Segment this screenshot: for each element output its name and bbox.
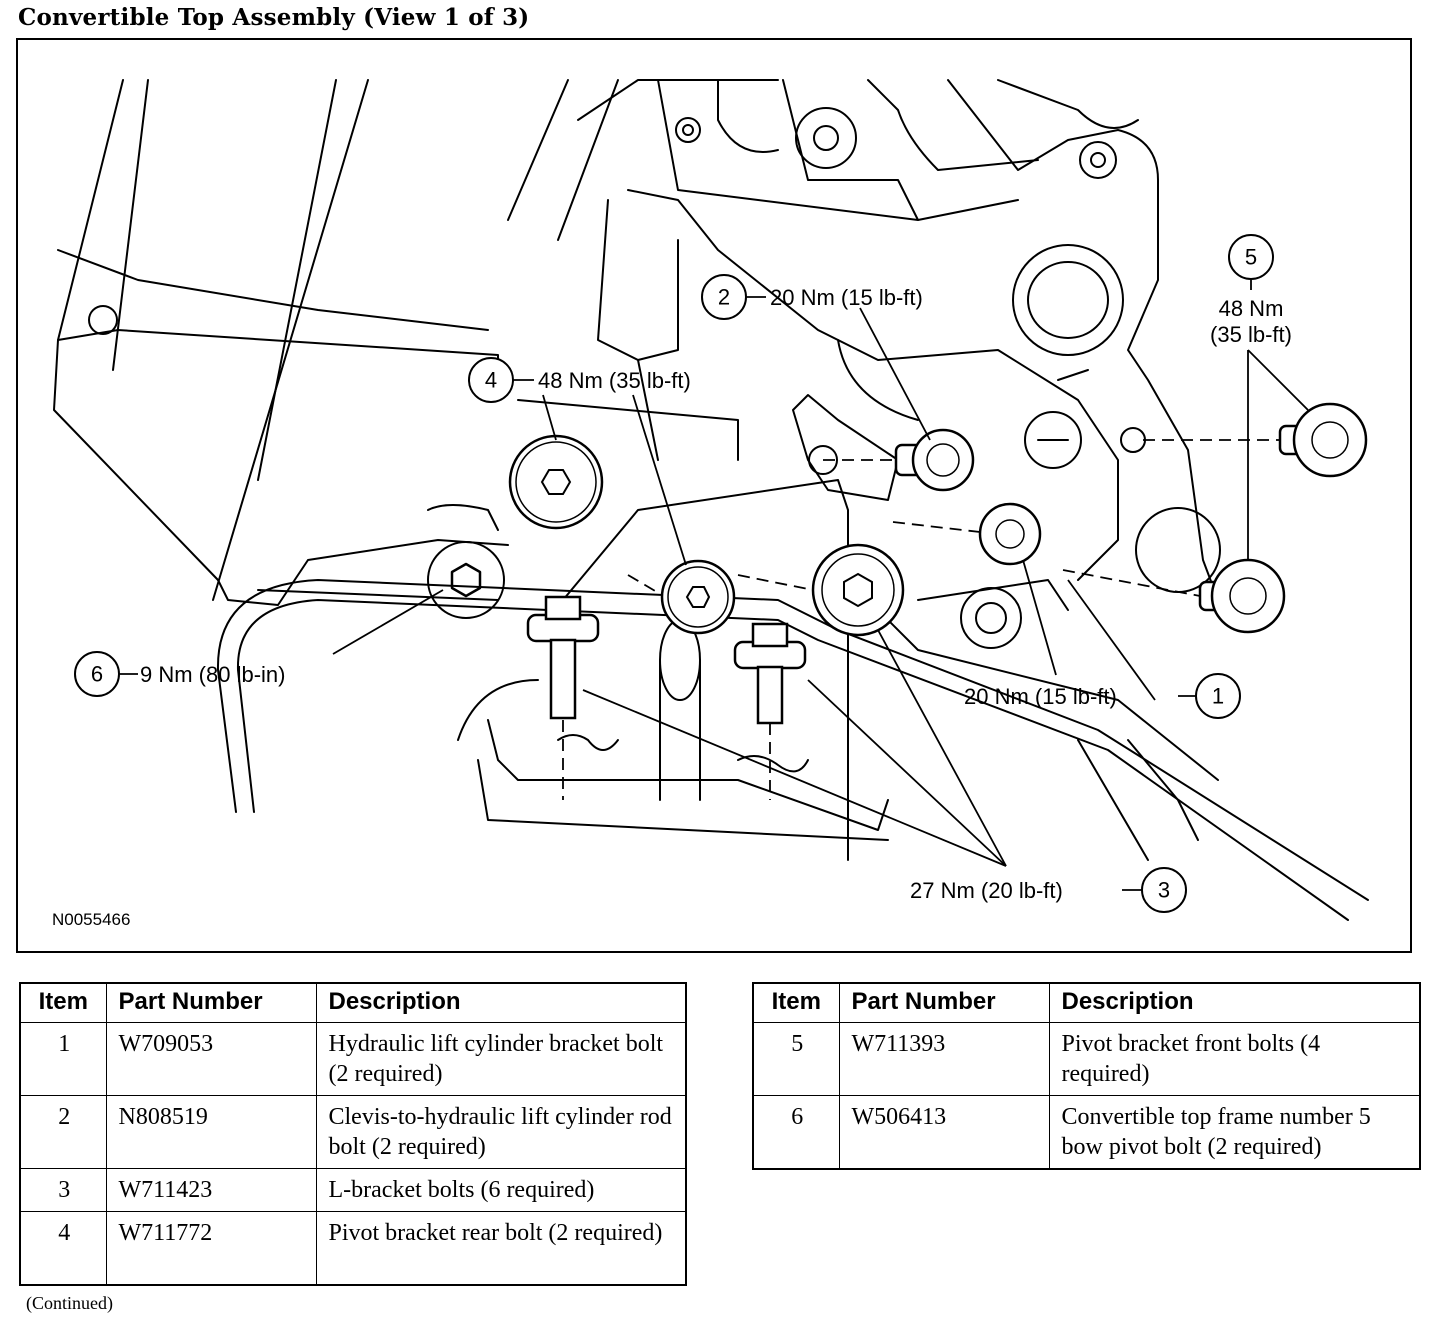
continued-note: (Continued) xyxy=(26,1293,113,1313)
cell-part-number: W711423 xyxy=(105,1168,317,1212)
line-art xyxy=(53,79,1369,921)
header-part-number: Part Number xyxy=(105,982,317,1023)
cell-item: 5 xyxy=(752,1022,840,1096)
table-row: 2 N808519 Clevis-to-hydraulic lift cylin… xyxy=(19,1095,687,1169)
pivot-bracket-front-bolt xyxy=(1278,402,1368,478)
table-row: 1 W709053 Hydraulic lift cylinder bracke… xyxy=(19,1022,687,1096)
hydraulic-bracket-bolt xyxy=(978,502,1042,566)
header-item: Item xyxy=(752,982,840,1023)
callout-4-circle xyxy=(468,357,514,403)
pivot-bracket-rear-bolt-2 xyxy=(660,559,736,635)
parts-table-left: Item Part Number Description 1 W709053 H… xyxy=(19,982,687,1286)
callout-1-circle xyxy=(1195,673,1241,719)
callout-2-circle xyxy=(701,274,747,320)
cell-description: Hydraulic lift cylinder bracket bolt (2 … xyxy=(315,1022,687,1096)
table-header-row: Item Part Number Description xyxy=(752,982,1421,1023)
cell-description: Pivot bracket rear bolt (2 required) xyxy=(315,1211,687,1286)
cell-item: 1 xyxy=(19,1022,107,1096)
callout-3-number: 3 xyxy=(1158,878,1170,903)
callout-circles xyxy=(74,234,1274,913)
exploded-view-illustration: 1 20 Nm (15 lb-ft) 2 20 Nm (15 lb-ft) 3 … xyxy=(16,38,1412,953)
cell-part-number: N808519 xyxy=(105,1095,317,1169)
callout-6-number: 6 xyxy=(91,662,103,687)
callout-5-circle xyxy=(1228,234,1274,280)
parts-table-right: Item Part Number Description 5 W711393 P… xyxy=(752,982,1421,1170)
callout-5-number: 5 xyxy=(1245,245,1257,270)
pivot-bracket-front-bolt-2 xyxy=(1198,558,1286,634)
cell-part-number: W711772 xyxy=(105,1211,317,1286)
callout-1-number: 1 xyxy=(1212,684,1224,709)
callout-5-torque-line1: 48 Nm xyxy=(1219,296,1284,321)
pivot-bracket-rear-bolt xyxy=(508,434,604,530)
cell-part-number: W709053 xyxy=(105,1022,317,1096)
cell-item: 4 xyxy=(19,1211,107,1286)
header-description: Description xyxy=(315,982,687,1023)
alignment-lines xyxy=(562,439,1280,800)
cell-description: L-bracket bolts (6 required) xyxy=(315,1168,687,1212)
header-description: Description xyxy=(1048,982,1421,1023)
callout-6-circle xyxy=(74,651,120,697)
callout-1-torque: 20 Nm (15 lb-ft) xyxy=(964,684,1117,709)
l-bracket-flange-bolt xyxy=(811,543,905,637)
callout-3-circle xyxy=(1141,867,1187,913)
header-item: Item xyxy=(19,982,107,1023)
callout-2-torque: 20 Nm (15 lb-ft) xyxy=(770,285,923,310)
callout-4-number: 4 xyxy=(485,368,497,393)
cell-part-number: W506413 xyxy=(838,1095,1050,1170)
cell-part-number: W711393 xyxy=(838,1022,1050,1096)
cell-item: 6 xyxy=(752,1095,840,1170)
cell-description: Convertible top frame number 5 bow pivot… xyxy=(1048,1095,1421,1170)
table-row: 6 W506413 Convertible top frame number 5… xyxy=(752,1095,1421,1170)
figure-id: N0055466 xyxy=(52,910,130,929)
table-row: 3 W711423 L-bracket bolts (6 required) xyxy=(19,1168,687,1212)
cell-item: 3 xyxy=(19,1168,107,1212)
l-bracket-bolt xyxy=(526,595,600,720)
callout-6-torque: 9 Nm (80 lb-in) xyxy=(140,662,285,687)
page-title: Convertible Top Assembly (View 1 of 3) xyxy=(18,4,530,31)
header-part-number: Part Number xyxy=(838,982,1050,1023)
table-header-row: Item Part Number Description xyxy=(19,982,687,1023)
cell-description: Pivot bracket front bolts (4 required) xyxy=(1048,1022,1421,1096)
cell-item: 2 xyxy=(19,1095,107,1169)
fasteners xyxy=(508,402,1368,725)
leader-lines xyxy=(119,273,1309,891)
callout-4-torque: 48 Nm (35 lb-ft) xyxy=(538,368,691,393)
callout-5-torque-line2: (35 lb-ft) xyxy=(1210,322,1292,347)
callout-3-torque: 27 Nm (20 lb-ft) xyxy=(910,878,1063,903)
table-row: 5 W711393 Pivot bracket front bolts (4 r… xyxy=(752,1022,1421,1096)
cell-description: Clevis-to-hydraulic lift cylinder rod bo… xyxy=(315,1095,687,1169)
callout-2-number: 2 xyxy=(718,285,730,310)
l-bracket-bolt-2 xyxy=(733,622,807,725)
table-row: 4 W711772 Pivot bracket rear bolt (2 req… xyxy=(19,1211,687,1286)
clevis-bolt xyxy=(894,428,975,492)
